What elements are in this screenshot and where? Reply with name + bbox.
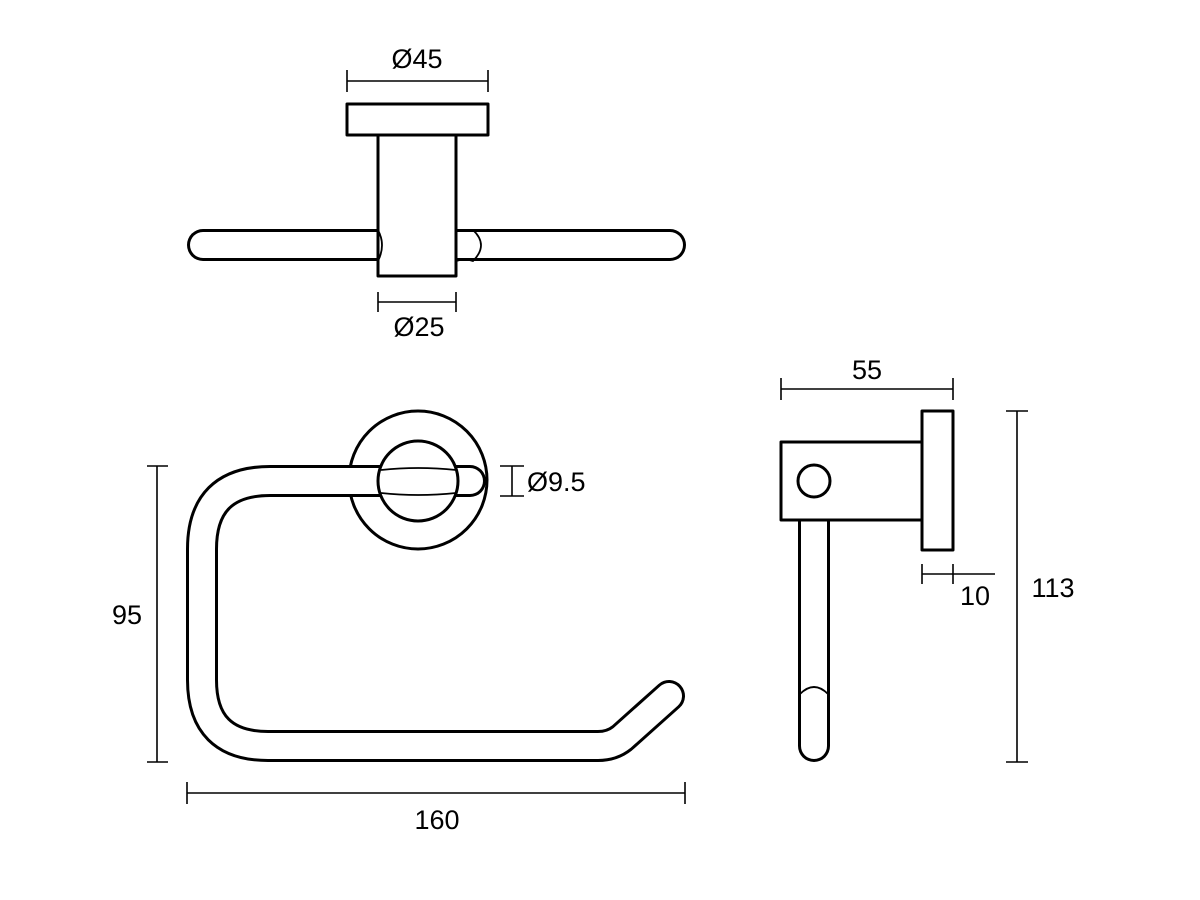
front-view: Ø9.5 95 160: [112, 409, 686, 835]
dim-front-width: 160: [186, 782, 686, 835]
dim-flange-diameter: Ø45: [346, 44, 489, 92]
dim-flange-thickness: 10: [921, 564, 995, 611]
dim-rod-diameter: Ø9.5: [500, 465, 586, 497]
label-rod-diameter: Ø9.5: [527, 467, 586, 497]
front-view-rod-section: [380, 467, 457, 496]
side-view-rod-hole: [796, 463, 832, 499]
side-view: 55 10 113: [779, 355, 1075, 763]
front-view-stem: [376, 439, 460, 523]
dim-front-height: 95: [112, 465, 168, 763]
label-stem-diameter: Ø25: [393, 312, 444, 342]
side-view-rod-detail: [799, 686, 829, 695]
label-front-width: 160: [414, 805, 459, 835]
dim-side-height: 113: [1006, 410, 1075, 763]
label-side-height: 113: [1031, 573, 1074, 603]
top-view-flange: [345, 102, 490, 137]
label-side-projection: 55: [852, 355, 882, 385]
label-flange-thickness: 10: [960, 581, 990, 611]
dim-side-projection: 55: [780, 355, 954, 400]
front-view-rod: [186, 465, 685, 762]
dim-stem-diameter: Ø25: [377, 292, 457, 342]
side-view-flange: [920, 409, 955, 552]
top-view: Ø45 Ø25: [187, 44, 686, 342]
label-flange-diameter: Ø45: [391, 44, 442, 74]
top-view-rod-cut-left: [377, 229, 383, 262]
top-view-stem: [376, 132, 458, 278]
label-front-height: 95: [112, 600, 142, 630]
top-view-rod-cut-right: [455, 229, 482, 263]
